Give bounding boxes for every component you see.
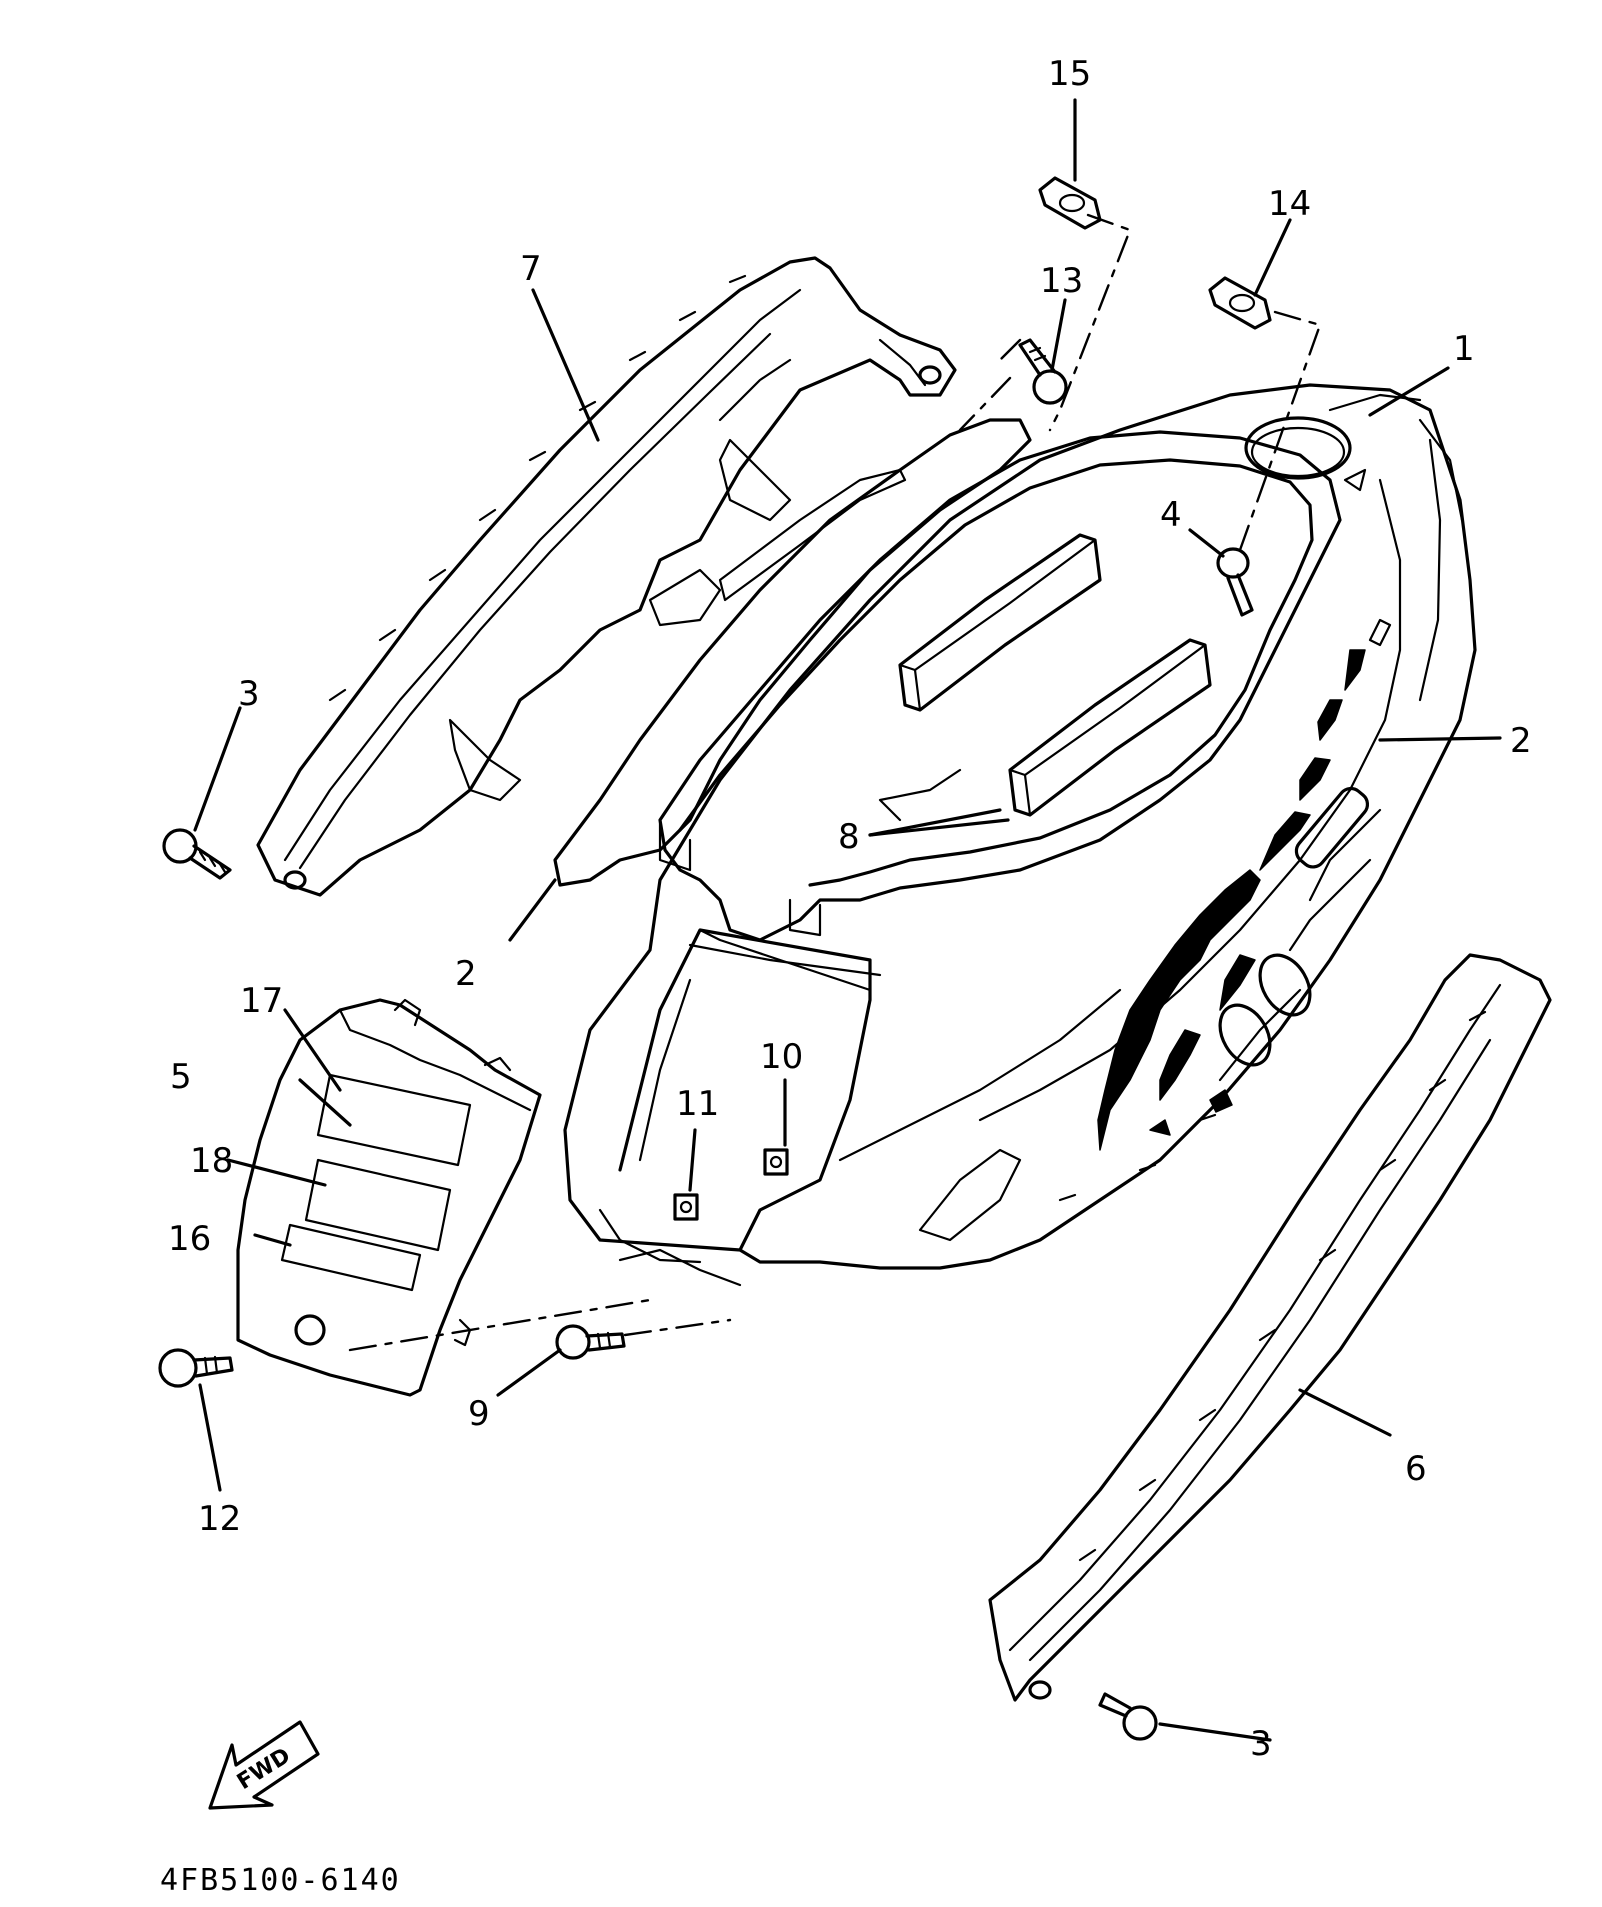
callout-15: 15 — [1048, 54, 1091, 94]
callout-8: 8 — [838, 817, 860, 857]
part-1-main-body-cover — [563, 383, 1477, 1270]
part-5-front-cover — [236, 998, 542, 1397]
callout-1: 1 — [1453, 329, 1475, 369]
part-code: 4FB5100-6140 — [160, 1863, 401, 1898]
callout-3-left: 3 — [238, 674, 260, 714]
callout-5: 5 — [170, 1057, 192, 1097]
fastener-12-screw — [158, 1348, 234, 1388]
assembly-lines — [348, 213, 1322, 1352]
callout-2-left: 2 — [455, 954, 477, 994]
fastener-3-right-screw — [1098, 1692, 1158, 1741]
callout-6: 6 — [1405, 1449, 1427, 1489]
callout-11: 11 — [676, 1084, 719, 1124]
callout-12: 12 — [198, 1499, 241, 1539]
part-8-rubber-pads — [898, 533, 1212, 817]
part-7-left-side-cover — [256, 256, 957, 897]
callout-4: 4 — [1160, 495, 1182, 535]
fastener-9-screw — [555, 1324, 626, 1360]
fastener-14-nut — [1208, 276, 1272, 330]
part-6-right-side-cover — [988, 953, 1552, 1702]
callout-labels: 1 2 2 3 3 4 5 6 7 8 9 10 11 12 13 14 15 … — [168, 54, 1532, 1764]
callout-7: 7 — [520, 249, 542, 289]
callout-2-right: 2 — [1510, 721, 1532, 761]
fwd-direction-arrow: FWD — [208, 1720, 320, 1810]
fastener-15-nut — [1038, 176, 1102, 230]
callout-10: 10 — [760, 1037, 803, 1077]
callout-9: 9 — [468, 1394, 490, 1434]
callout-13: 13 — [1040, 261, 1083, 301]
callout-16: 16 — [168, 1219, 211, 1259]
callout-3-right: 3 — [1250, 1724, 1272, 1764]
callout-14: 14 — [1268, 184, 1311, 224]
fastener-3-left-screw — [162, 828, 232, 880]
callout-18: 18 — [190, 1141, 233, 1181]
fastener-13-screw — [1018, 338, 1068, 405]
decal-graphic — [1097, 649, 1382, 1151]
callout-17: 17 — [240, 981, 283, 1021]
leader-lines — [193, 98, 1502, 1742]
part-10-11-clip-nuts — [618, 1148, 789, 1287]
fastener-4-screw — [1216, 547, 1254, 617]
